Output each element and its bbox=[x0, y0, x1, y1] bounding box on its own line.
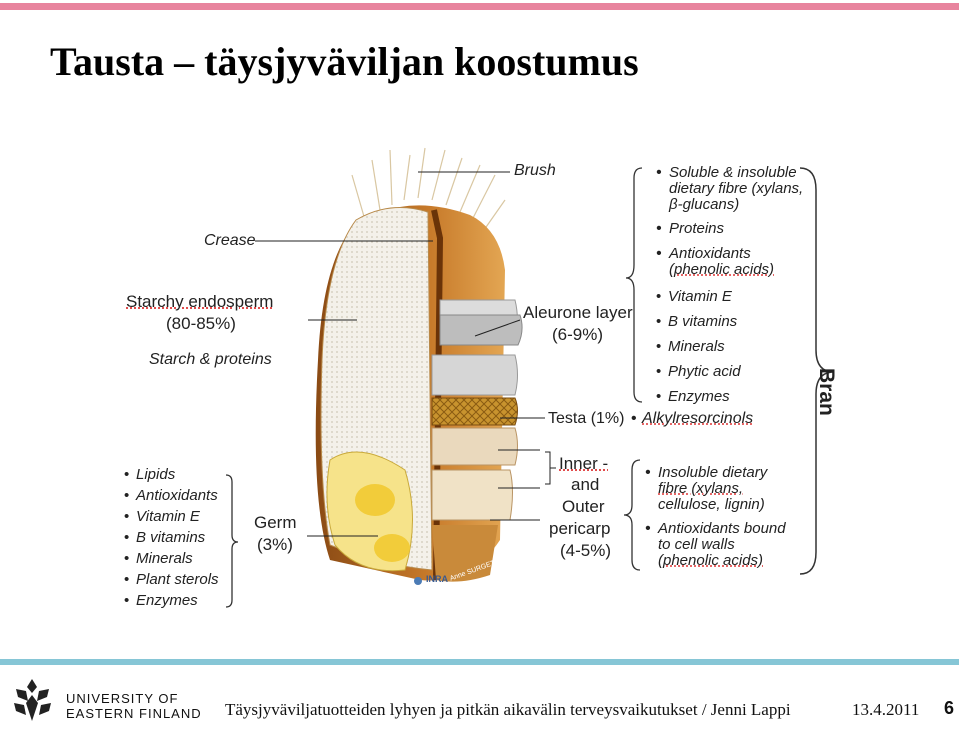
pericarp-item-1c: cellulose, lignin) bbox=[658, 496, 765, 513]
bran-bullet: • bbox=[656, 245, 662, 262]
list-item: Enzymes bbox=[124, 590, 219, 611]
list-item: Plant sterols bbox=[124, 569, 219, 590]
pericarp-item-2c: (phenolic acids) bbox=[658, 552, 764, 569]
testa-bullet: • bbox=[631, 410, 637, 427]
germ-components-list: Lipids Antioxidants Vitamin E B vitamins… bbox=[124, 464, 219, 611]
credit-logo: INRA bbox=[426, 574, 448, 584]
bran-item-fibre-3: β-glucans) bbox=[669, 196, 740, 213]
list-item: Enzymes bbox=[656, 384, 741, 409]
bran-brace bbox=[799, 167, 835, 575]
outer-pericarp-slice bbox=[431, 469, 513, 521]
list-item: Antioxidants bbox=[124, 485, 219, 506]
pericarp-label-2: and bbox=[571, 475, 600, 494]
page-number: 6 bbox=[944, 698, 955, 718]
top-accent-bar bbox=[0, 3, 959, 10]
crease bbox=[431, 209, 444, 581]
pericarp-item-1a: Insoluble dietary bbox=[658, 464, 768, 481]
crease-label: Crease bbox=[204, 232, 256, 249]
bran-label: Bran bbox=[815, 368, 838, 416]
pericarp-label-3: Outer bbox=[562, 497, 605, 516]
brush-hairs bbox=[351, 147, 506, 231]
germ-list-brace bbox=[225, 474, 239, 608]
brush-label: Brush bbox=[514, 162, 556, 179]
testa-slice bbox=[431, 397, 518, 426]
aleurone-percent: (6-9%) bbox=[552, 325, 604, 344]
slide-title: Tausta – täysjyväviljan koostumus bbox=[50, 39, 639, 84]
list-item: B vitamins bbox=[124, 527, 219, 548]
university-line-2: EASTERN FINLAND bbox=[66, 706, 202, 721]
testa-label: Testa (1%) bbox=[548, 410, 625, 427]
bran-item-antiox-1: Antioxidants bbox=[669, 245, 751, 262]
germ-percent: (3%) bbox=[257, 535, 293, 554]
bran-item-proteins: Proteins bbox=[669, 220, 725, 237]
pericarp-list-brace bbox=[623, 459, 641, 571]
list-item: Lipids bbox=[124, 464, 219, 485]
starch-proteins-label: Starch & proteins bbox=[149, 351, 272, 368]
bran-list-brace bbox=[625, 167, 643, 403]
alkylresorcinols-label: Alkylresorcinols bbox=[642, 410, 754, 427]
germ-label: Germ bbox=[254, 513, 297, 532]
pericarp-item-1b: fibre (xylans, bbox=[658, 480, 744, 497]
starchy-endosperm-label: Starchy endosperm bbox=[126, 292, 274, 311]
aleurone-label: Aleurone layer bbox=[523, 303, 633, 322]
bran-list-rest: Vitamin E B vitamins Minerals Phytic aci… bbox=[656, 284, 741, 409]
bran-item-fibre-1: Soluble & insoluble bbox=[669, 164, 797, 181]
leader-lines bbox=[255, 171, 556, 537]
bran-item-fibre-2: dietary fibre (xylans, bbox=[669, 180, 804, 197]
bran-item-antiox-2: (phenolic acids) bbox=[669, 261, 775, 278]
bran-bullet: • bbox=[656, 220, 662, 237]
list-item: B vitamins bbox=[656, 309, 741, 334]
pericarp-label-4: pericarp bbox=[549, 519, 611, 538]
wheat-grain-illustration bbox=[225, 147, 835, 608]
slide-date: 13.4.2011 bbox=[852, 700, 920, 719]
bran-bullet: • bbox=[656, 164, 662, 181]
aleurone-cells bbox=[439, 314, 523, 346]
list-item: Phytic acid bbox=[656, 359, 741, 384]
inner-pericarp-slice bbox=[431, 427, 518, 466]
list-item: Vitamin E bbox=[656, 284, 741, 309]
bottom-accent-bar bbox=[0, 659, 959, 665]
pericarp-label-1: Inner - bbox=[559, 454, 609, 473]
pericarp-item-2a: Antioxidants bound bbox=[658, 520, 786, 537]
university-line-1: UNIVERSITY OF bbox=[66, 691, 179, 706]
list-item: Minerals bbox=[124, 548, 219, 569]
pericarp-percent: (4-5%) bbox=[560, 541, 612, 560]
list-item: Minerals bbox=[656, 334, 741, 359]
pericarp-bullet: • bbox=[645, 464, 651, 481]
list-item: Vitamin E bbox=[124, 506, 219, 527]
endosperm-percent: (80-85%) bbox=[166, 314, 236, 333]
pericarp-item-2b: to cell walls bbox=[658, 536, 735, 553]
bran-bottom bbox=[432, 525, 498, 582]
university-name: UNIVERSITY OF EASTERN FINLAND bbox=[66, 691, 202, 721]
pericarp-bullet: • bbox=[645, 520, 651, 537]
footer-text: Täysjyväviljatuotteiden lyhyen ja pitkän… bbox=[225, 700, 791, 719]
uef-logo-icon bbox=[14, 679, 51, 721]
grey-slice bbox=[431, 354, 518, 396]
